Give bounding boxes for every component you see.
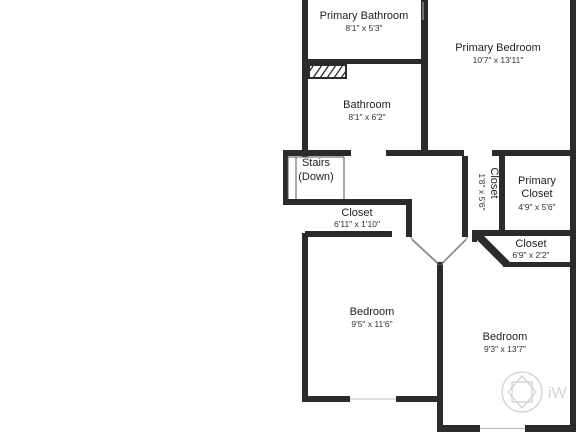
room-dimensions: 9'3" x 13'7": [484, 344, 526, 354]
wall-left-bedroom-bottom-right: [396, 396, 443, 402]
room-name: Primary Bedroom: [455, 42, 541, 54]
room-closet-small: Closet 6'9" x 2'2": [512, 238, 549, 260]
room-name-line1: Primary: [518, 175, 556, 187]
wall-stairs-bottom: [283, 199, 409, 205]
wall-primary-bath-bottom: [305, 59, 423, 64]
room-dimensions: 8'1" x 5'3": [345, 23, 382, 33]
stairs-label-line1: Stairs: [302, 157, 331, 169]
room-dimensions: 4'9" x 5'6": [518, 202, 555, 212]
wall-stairs-top: [283, 150, 308, 156]
stairs-label-line2: (Down): [298, 171, 333, 183]
wall-hall-closet-right: [406, 199, 412, 237]
wall-small-closet-bottom: [503, 262, 576, 267]
watermark-logo-icon: iW: [501, 371, 568, 413]
wall-primary-bedroom-left: [421, 0, 428, 156]
room-primary-closet: Primary Closet 4'9" x 5'6": [518, 175, 556, 212]
wall-left-bottom: [302, 233, 308, 401]
room-name: Bedroom: [350, 306, 395, 318]
room-primary-bedroom: Primary Bedroom 10'7" x 13'11": [455, 42, 541, 65]
room-name: Closet: [341, 207, 372, 219]
wall-primary-closet-left: [499, 156, 505, 233]
room-stairs: Stairs (Down): [298, 157, 333, 183]
wall-primary-closet-bottom: [473, 230, 576, 236]
windows: [350, 2, 525, 431]
room-name: Primary Bathroom: [320, 10, 409, 22]
room-bedroom-left: Bedroom 9'5" x 11'6": [350, 306, 395, 329]
room-dimensions: 8'1" x 6'2": [348, 112, 385, 122]
room-bedroom-right: Bedroom 9'3" x 13'7": [483, 331, 528, 354]
watermark-text: iW: [548, 385, 568, 402]
room-dimensions: 1'8" x 5'6": [477, 173, 487, 210]
room-dimensions: 10'7" x 13'11": [473, 55, 524, 65]
wall-bathroom-bottom-right: [386, 150, 426, 156]
wall-right-edge: [570, 0, 576, 432]
room-dimensions: 9'5" x 11'6": [351, 319, 392, 329]
wall-hall-closet-bottom: [305, 231, 392, 237]
room-primary-bathroom: Primary Bathroom 8'1" x 5'3": [320, 10, 409, 33]
room-name: Closet: [515, 238, 546, 250]
walls: [283, 0, 576, 432]
wall-stairs-left: [283, 150, 288, 204]
room-dimensions: 6'11" x 1'10": [334, 219, 380, 229]
wall-right-bedroom-bottom-left: [437, 425, 480, 432]
room-dimensions: 6'9" x 2'2": [512, 250, 549, 260]
wall-right-bedroom-bottom-right: [525, 425, 576, 432]
room-name: Bedroom: [483, 331, 528, 343]
room-name: Closet: [488, 167, 500, 198]
wall-bedroom-bottom-left: [428, 150, 464, 156]
room-name-line2: Closet: [521, 188, 552, 200]
wall-closet-divider: [462, 156, 468, 237]
wall-bathroom-bottom-left: [305, 150, 351, 156]
wall-left-bedroom-bottom-left: [302, 396, 350, 402]
stairs-treads: [287, 156, 345, 199]
room-closet-hall: Closet 6'11" x 1'10": [334, 207, 380, 229]
room-bathroom: Bathroom 8'1" x 6'2": [343, 99, 391, 122]
wall-closet-diagonal: [473, 236, 514, 266]
wall-left-top: [302, 0, 308, 157]
wall-bedroom-divider: [437, 262, 443, 432]
shower-block: [308, 64, 347, 79]
room-closet-vertical: Closet 1'8" x 5'6": [477, 167, 500, 210]
room-name: Bathroom: [343, 99, 391, 111]
wall-door-post: [472, 230, 477, 242]
door-swings: [409, 236, 469, 266]
wall-bedroom-bottom-right: [492, 150, 576, 156]
